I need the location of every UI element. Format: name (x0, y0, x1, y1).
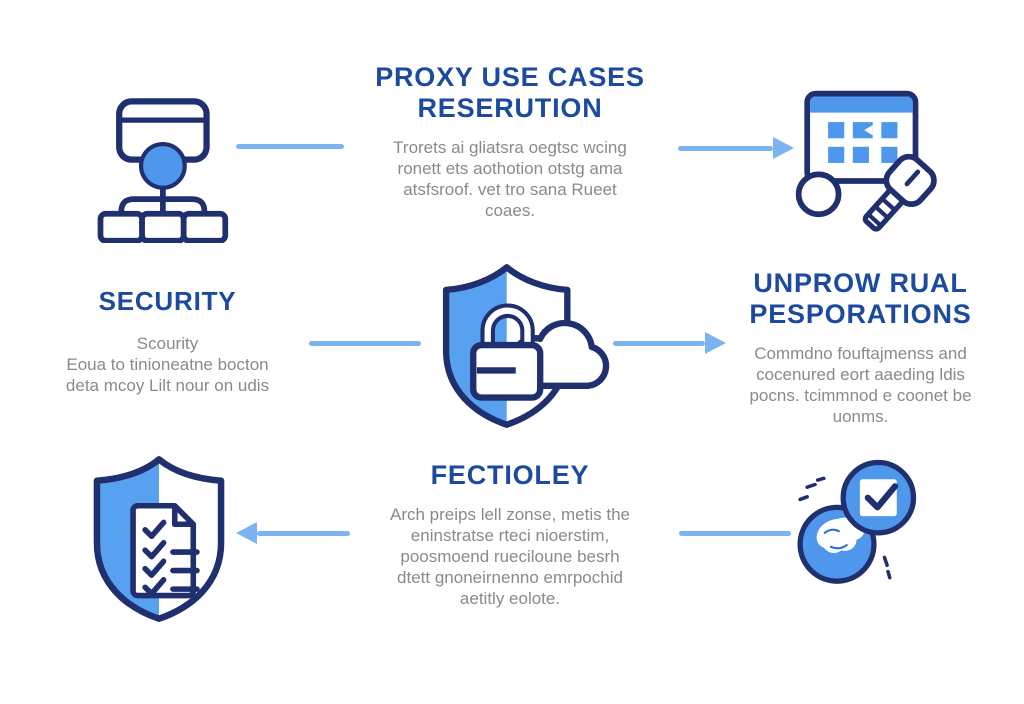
fectioley-heading: FECTIOLEY (430, 460, 590, 490)
top-left-line (236, 144, 344, 149)
operations-heading: UNPROW RUAL PESPORATIONS (749, 268, 972, 329)
security-section: SECURITY Scourity Eoua to tinioneatne bo… (30, 286, 305, 396)
arrow-right-icon (773, 137, 794, 159)
fectioley-section: FECTIOLEY Arch preips lell zonse, metis … (355, 460, 665, 609)
shield-lock-cloud-icon (428, 260, 618, 432)
fectioley-description: Arch preips lell zonse, metis the eninst… (390, 505, 630, 608)
middle-left-line (309, 341, 421, 346)
bottom-right-line (679, 531, 791, 536)
main-title-description: Trorets ai gliatsra oegtsc wcing ronett … (393, 138, 627, 220)
proxy-use-cases-section: PROXY USE CASES RESERUTION Trorets ai gl… (352, 62, 668, 221)
bottom-left-arrow (236, 522, 350, 544)
operations-description: Commdno fouftajmenss and cocenured eort … (749, 344, 972, 426)
operations-section: UNPROW RUAL PESPORATIONS Commdno fouftaj… (728, 268, 993, 427)
security-heading: SECURITY (98, 286, 237, 316)
calendar-key-icon (792, 86, 944, 238)
arrow-right-icon (705, 332, 726, 354)
globe-check-icon (793, 452, 925, 597)
main-title: PROXY USE CASES RESERUTION (375, 62, 645, 123)
arrow-left-icon (236, 522, 257, 544)
top-right-arrow (678, 137, 794, 159)
security-description: Scourity Eoua to tinioneatne bocton deta… (65, 334, 270, 395)
shield-checklist-icon (80, 452, 238, 628)
org-chart-icon (88, 95, 244, 243)
middle-right-arrow (613, 332, 726, 354)
